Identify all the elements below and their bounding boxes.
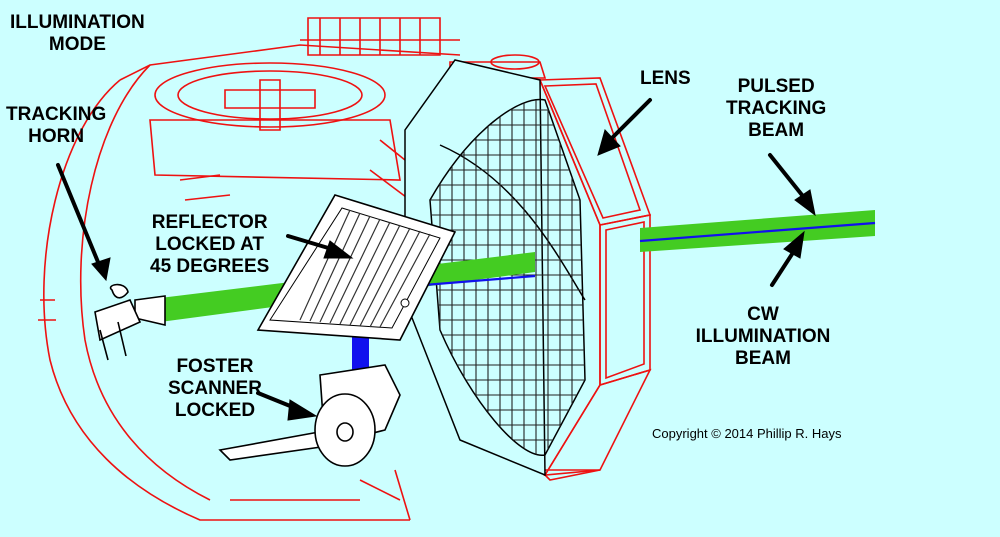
cw-illumination-beam-label: CW ILLUMINATION BEAM [695, 304, 831, 369]
lens-label: LENS [640, 68, 691, 89]
pulsed-tracking-beam-label: PULSED TRACKING BEAM [726, 76, 827, 141]
reflector [256, 194, 457, 341]
foster-scanner-label: FOSTER SCANNER LOCKED [168, 356, 262, 421]
copyright-text: Copyright © 2014 Phillip R. Hays [652, 426, 842, 441]
tracking-horn-label: TRACKING HORN [6, 104, 107, 147]
reflector-label: REFLECTOR LOCKED AT 45 DEGREES [150, 212, 270, 277]
arrows [56, 98, 816, 421]
antenna-housing [38, 17, 652, 521]
tracking-horn [94, 283, 166, 361]
mode-label: ILLUMINATION MODE [10, 12, 145, 55]
foster-scanner [218, 364, 401, 467]
